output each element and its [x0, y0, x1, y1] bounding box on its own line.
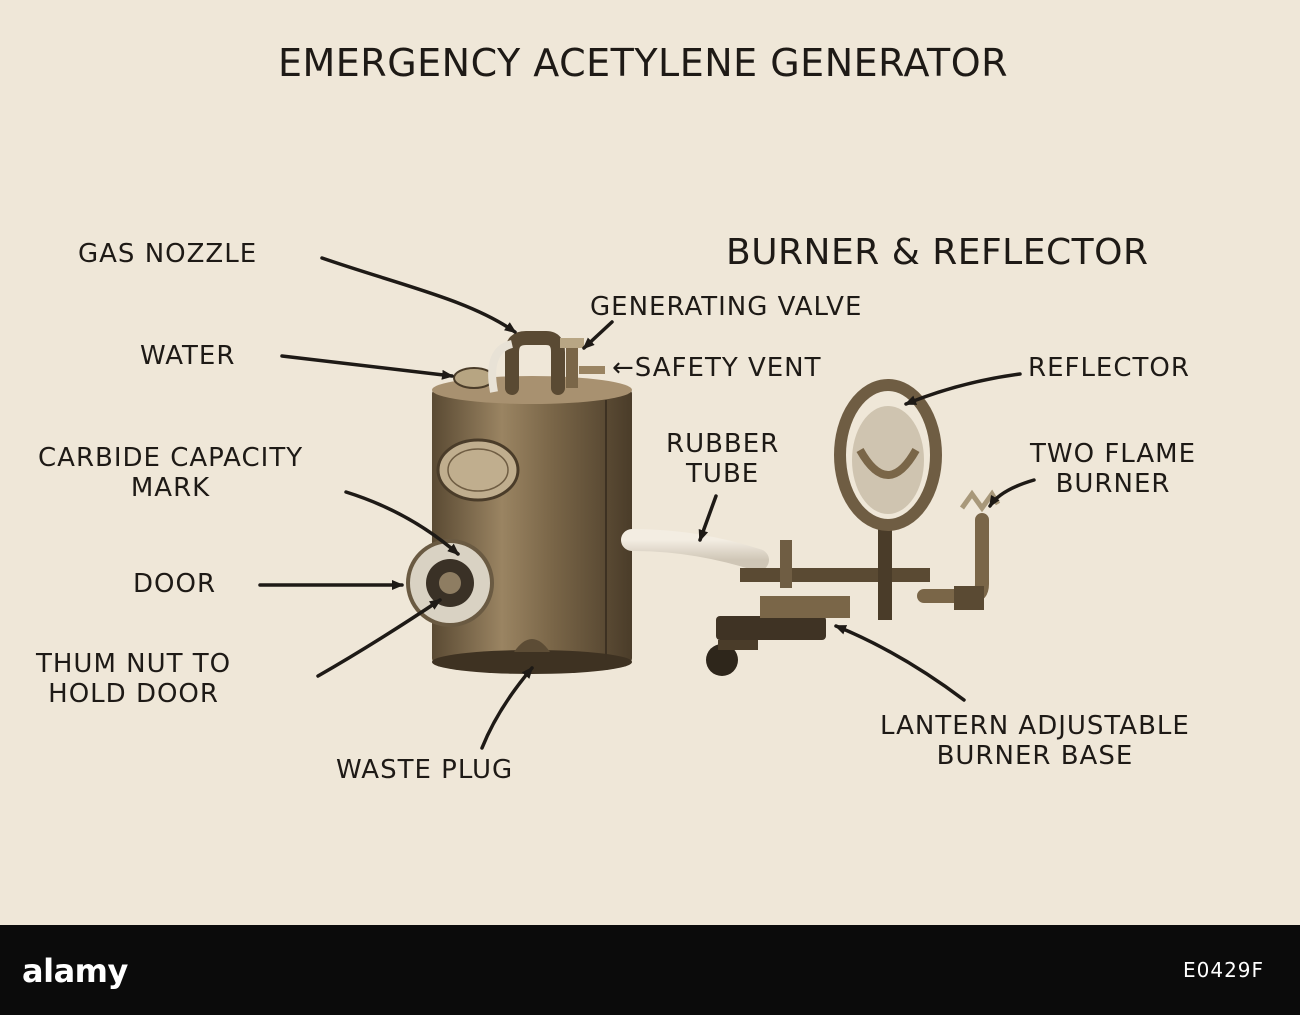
- label-thum-nut: THUM NUT TO HOLD DOOR: [36, 649, 232, 709]
- apparatus-illustration: [258, 256, 1036, 750]
- label-carbide-capacity-mark: CARBIDE CAPACITY MARK: [38, 443, 304, 503]
- section-heading: BURNER & REFLECTOR: [726, 232, 1149, 273]
- arrow-lantern-base: [834, 624, 966, 702]
- maker-plate-inner: [447, 448, 509, 492]
- safety-vent: [579, 366, 605, 374]
- photograph: EMERGENCY ACETYLENE GENERATOR BURNER & R…: [0, 0, 1300, 925]
- alamy-logo: alamy: [22, 952, 128, 990]
- generating-valve: [560, 338, 605, 388]
- arrow-rubber-tube: [698, 494, 718, 542]
- can-bottom: [432, 650, 632, 674]
- waste-plug: [514, 639, 550, 652]
- label-two-flame-burner: TWO FLAME BURNER: [1030, 439, 1197, 499]
- arrow-reflector: [904, 372, 1022, 406]
- gas-nozzle: [488, 331, 565, 395]
- arrow-two-flame-burner: [988, 478, 1036, 508]
- image-id: E0429F: [1183, 958, 1265, 982]
- arrow-gas-nozzle: [320, 256, 517, 334]
- label-door: DOOR: [133, 569, 217, 599]
- label-reflector: REFLECTOR: [1028, 353, 1190, 383]
- arrow-thum-nut: [316, 598, 442, 678]
- rubber-tube: [621, 529, 769, 571]
- two-flame-burner: [917, 489, 1001, 610]
- generator-can: [406, 367, 632, 674]
- arrow-waste-plug: [480, 666, 534, 750]
- arrow-carbide-mark: [344, 490, 460, 556]
- arrow-water: [280, 354, 454, 380]
- label-lantern-base: LANTERN ADJUSTABLE BURNER BASE: [880, 711, 1190, 771]
- title: EMERGENCY ACETYLENE GENERATOR: [278, 41, 1009, 85]
- label-gas-nozzle: GAS NOZZLE: [78, 239, 258, 269]
- leader-lines: [258, 256, 1036, 750]
- label-water: WATER: [140, 341, 236, 371]
- burner-base: [706, 520, 930, 676]
- label-generating-valve: GENERATING VALVE: [590, 292, 863, 322]
- arrow-generating-valve: [582, 320, 614, 350]
- label-safety-vent: ←SAFETY VENT: [612, 353, 822, 383]
- reflector: [834, 379, 942, 531]
- label-rubber-tube: RUBBER TUBE: [666, 429, 780, 489]
- thumb-nut: [439, 572, 461, 594]
- label-waste-plug: WASTE PLUG: [336, 755, 514, 785]
- footer-bar: [0, 925, 1300, 1015]
- water-cap: [453, 367, 495, 389]
